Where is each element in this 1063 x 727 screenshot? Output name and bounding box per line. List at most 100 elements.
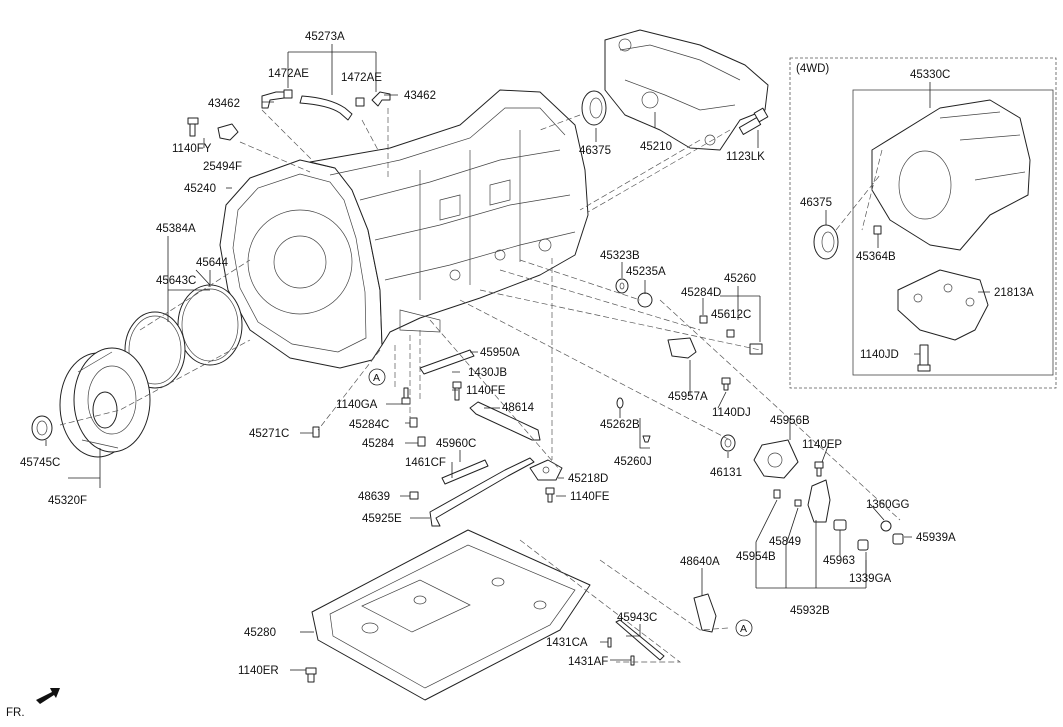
label-1140ga: 1140GA bbox=[336, 399, 378, 411]
label-46375-2: 46375 bbox=[800, 197, 832, 209]
label-45284d: 45284D bbox=[681, 287, 721, 299]
nut-45939a bbox=[892, 533, 904, 545]
label-ref-a-1: A bbox=[373, 372, 380, 384]
label-45260: 45260 bbox=[724, 273, 756, 285]
label-45939a: 45939A bbox=[916, 532, 956, 544]
label-45210: 45210 bbox=[640, 141, 672, 153]
shaft-45943c bbox=[615, 619, 665, 661]
label-45745c: 45745C bbox=[20, 457, 60, 469]
explode-dash-lines bbox=[59, 108, 901, 663]
label-1430jb: 1430JB bbox=[468, 367, 507, 379]
mount-bracket bbox=[604, 29, 769, 151]
oil-seal-46375 bbox=[581, 90, 607, 126]
label-1431ca: 1431CA bbox=[546, 637, 588, 649]
label-1140fe-2: 1140FE bbox=[570, 491, 610, 503]
plug-45284d bbox=[699, 315, 708, 324]
pin-45364b bbox=[873, 225, 882, 235]
nut-45963 bbox=[833, 519, 847, 531]
plug-45271c bbox=[312, 426, 320, 438]
label-1140jd: 1140JD bbox=[860, 349, 899, 361]
transmission-case bbox=[219, 89, 589, 369]
label-1123lk: 1123LK bbox=[726, 151, 765, 163]
breather-hose-assembly bbox=[261, 44, 391, 121]
label-4wd: (4WD) bbox=[796, 63, 829, 75]
label-43462-2: 43462 bbox=[404, 90, 436, 102]
45330c-inner-box bbox=[852, 89, 1054, 376]
label-1140fy: 1140FY bbox=[172, 143, 212, 155]
label-45963: 45963 bbox=[823, 555, 855, 567]
label-1472ae-1: 1472AE bbox=[268, 68, 309, 80]
label-45323b: 45323B bbox=[600, 250, 640, 262]
dowel-1431ca bbox=[607, 637, 612, 648]
front-direction-arrow-icon bbox=[36, 688, 60, 704]
label-fr: FR. bbox=[6, 707, 25, 719]
label-45957a: 45957A bbox=[668, 391, 708, 403]
label-45271c: 45271C bbox=[249, 428, 289, 440]
label-45280: 45280 bbox=[244, 627, 276, 639]
label-45262b: 45262B bbox=[600, 419, 640, 431]
manual-shaft-48614 bbox=[469, 401, 541, 441]
label-45320f: 45320F bbox=[48, 495, 87, 507]
washer-45849 bbox=[794, 499, 802, 507]
bolt-45954b bbox=[773, 489, 781, 499]
bolt-1140dj bbox=[721, 377, 731, 391]
label-45612c: 45612C bbox=[711, 309, 751, 321]
label-1140ep: 1140EP bbox=[802, 439, 842, 451]
dowel-1431af bbox=[630, 655, 635, 666]
label-1360gg: 1360GG bbox=[866, 499, 910, 511]
label-45284c: 45284C bbox=[349, 419, 389, 431]
label-45954b: 45954B bbox=[736, 551, 776, 563]
clip-48639 bbox=[409, 491, 419, 500]
bolt-1140ep bbox=[814, 461, 824, 477]
oil-pan bbox=[311, 529, 591, 701]
bracket-45957a bbox=[667, 337, 697, 359]
label-45235a: 45235A bbox=[626, 266, 666, 278]
leader-lines bbox=[45, 82, 990, 671]
label-45943c: 45943C bbox=[617, 612, 657, 624]
label-45218d: 45218D bbox=[568, 473, 608, 485]
label-45925e: 45925E bbox=[362, 513, 402, 525]
label-46375-1: 46375 bbox=[579, 145, 611, 157]
plug-45284c bbox=[409, 417, 418, 428]
label-43462-1: 43462 bbox=[208, 98, 240, 110]
label-1140dj: 1140DJ bbox=[712, 407, 751, 419]
oring-45262b bbox=[616, 397, 651, 443]
4wd-group-box bbox=[789, 57, 1057, 389]
label-45643c: 45643C bbox=[156, 275, 196, 287]
label-45260j: 45260J bbox=[614, 456, 652, 468]
transfer-case-45330c bbox=[871, 99, 1031, 251]
bracket-45218d bbox=[529, 459, 563, 481]
bolt-1140er bbox=[305, 667, 317, 683]
pin-45960c bbox=[441, 459, 489, 485]
inhibitor-switch-45956b bbox=[753, 439, 799, 479]
seal-46131 bbox=[720, 434, 736, 452]
label-1140er: 1140ER bbox=[238, 665, 279, 677]
plug-45284 bbox=[417, 436, 426, 447]
label-21813a: 21813A bbox=[994, 287, 1034, 299]
label-45644: 45644 bbox=[196, 257, 229, 269]
label-48640a: 48640A bbox=[680, 556, 720, 568]
label-45364b: 45364B bbox=[856, 251, 896, 263]
label-48614: 48614 bbox=[502, 402, 535, 414]
detent-plate-45950a bbox=[419, 349, 475, 375]
label-25494f: 25494F bbox=[203, 161, 242, 173]
pump-seal-45745c bbox=[31, 415, 53, 441]
label-1140fe-1: 1140FE bbox=[466, 385, 506, 397]
label-45273a: 45273A bbox=[305, 31, 345, 43]
washer-45323b bbox=[615, 278, 629, 294]
label-45284: 45284 bbox=[362, 438, 395, 450]
shift-rod-45925e bbox=[429, 457, 535, 527]
label-45384a: 45384A bbox=[156, 223, 196, 235]
mount-21813a bbox=[897, 269, 989, 341]
bolt-1140fe bbox=[452, 381, 462, 401]
label-45849: 45849 bbox=[769, 536, 801, 548]
plug-45235a bbox=[637, 292, 653, 308]
lever-45932b bbox=[807, 479, 831, 523]
label-45956b: 45956B bbox=[770, 415, 810, 427]
oil-pump-45320f bbox=[59, 347, 151, 458]
seal-46375-4wd bbox=[813, 224, 839, 260]
label-48639: 48639 bbox=[358, 491, 390, 503]
label-1461cf: 1461CF bbox=[405, 457, 446, 469]
washer-1360gg bbox=[880, 520, 892, 532]
